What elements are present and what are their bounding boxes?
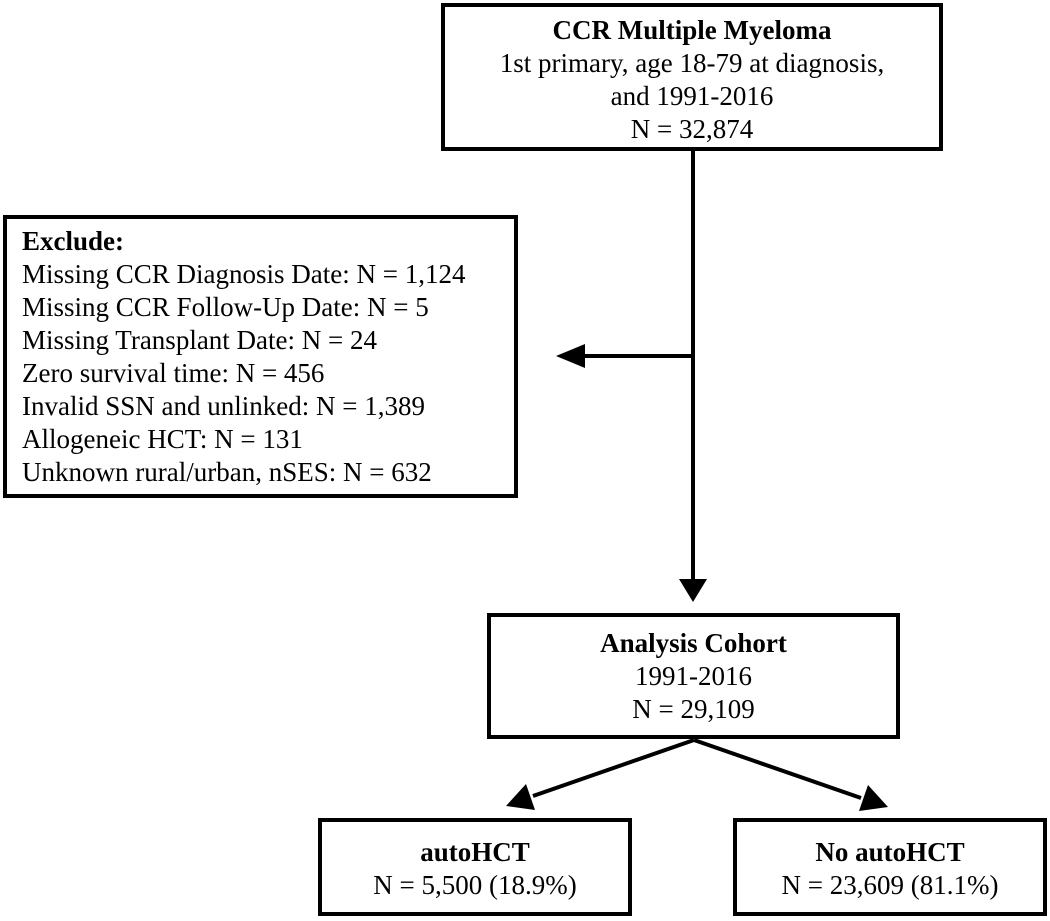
exclusion-item: Missing CCR Diagnosis Date: N = 1,124 bbox=[22, 259, 466, 289]
arrowhead-down-icon bbox=[679, 579, 707, 602]
exclusion-item: Zero survival time: N = 456 bbox=[22, 358, 325, 388]
connector-analysis-to-no-autohct bbox=[693, 738, 862, 800]
analysis-cohort-box: Analysis Cohort 1991-2016 N = 29,109 bbox=[487, 613, 900, 739]
source-cohort-years-line: and 1991-2016 bbox=[610, 81, 774, 111]
source-cohort-title: CCR Multiple Myeloma bbox=[552, 15, 832, 45]
arrowhead-left-icon bbox=[556, 344, 585, 368]
connector-analysis-to-autohct bbox=[532, 738, 695, 798]
source-cohort-box: CCR Multiple Myeloma 1st primary, age 18… bbox=[441, 3, 943, 151]
exclusions-box: Exclude: Missing CCR Diagnosis Date: N =… bbox=[3, 215, 518, 498]
autohct-title: autoHCT bbox=[420, 837, 530, 867]
exclusion-item: Unknown rural/urban, nSES: N = 632 bbox=[22, 457, 432, 487]
no-autohct-box: No autoHCT N = 23,609 (81.1%) bbox=[733, 818, 1047, 916]
arrowhead-down-right-icon bbox=[859, 785, 888, 811]
autohct-count: N = 5,500 (18.9%) bbox=[373, 870, 577, 900]
analysis-cohort-title: Analysis Cohort bbox=[600, 628, 787, 658]
analysis-cohort-count: N = 29,109 bbox=[632, 694, 755, 724]
arrowhead-down-left-icon bbox=[506, 784, 535, 810]
source-cohort-criteria-line: 1st primary, age 18-79 at diagnosis, bbox=[499, 48, 885, 78]
no-autohct-title: No autoHCT bbox=[815, 837, 965, 867]
autohct-box: autoHCT N = 5,500 (18.9%) bbox=[318, 818, 632, 916]
exclusion-item: Missing CCR Follow-Up Date: N = 5 bbox=[22, 292, 429, 322]
source-cohort-count: N = 32,874 bbox=[630, 114, 754, 144]
exclusion-item: Missing Transplant Date: N = 24 bbox=[22, 325, 377, 355]
no-autohct-count: N = 23,609 (81.1%) bbox=[781, 870, 999, 900]
exclusion-item: Allogeneic HCT: N = 131 bbox=[22, 424, 303, 454]
exclusion-item: Invalid SSN and unlinked: N = 1,389 bbox=[22, 391, 425, 421]
exclusions-title: Exclude: bbox=[22, 226, 125, 256]
analysis-cohort-years-line: 1991-2016 bbox=[635, 661, 752, 691]
